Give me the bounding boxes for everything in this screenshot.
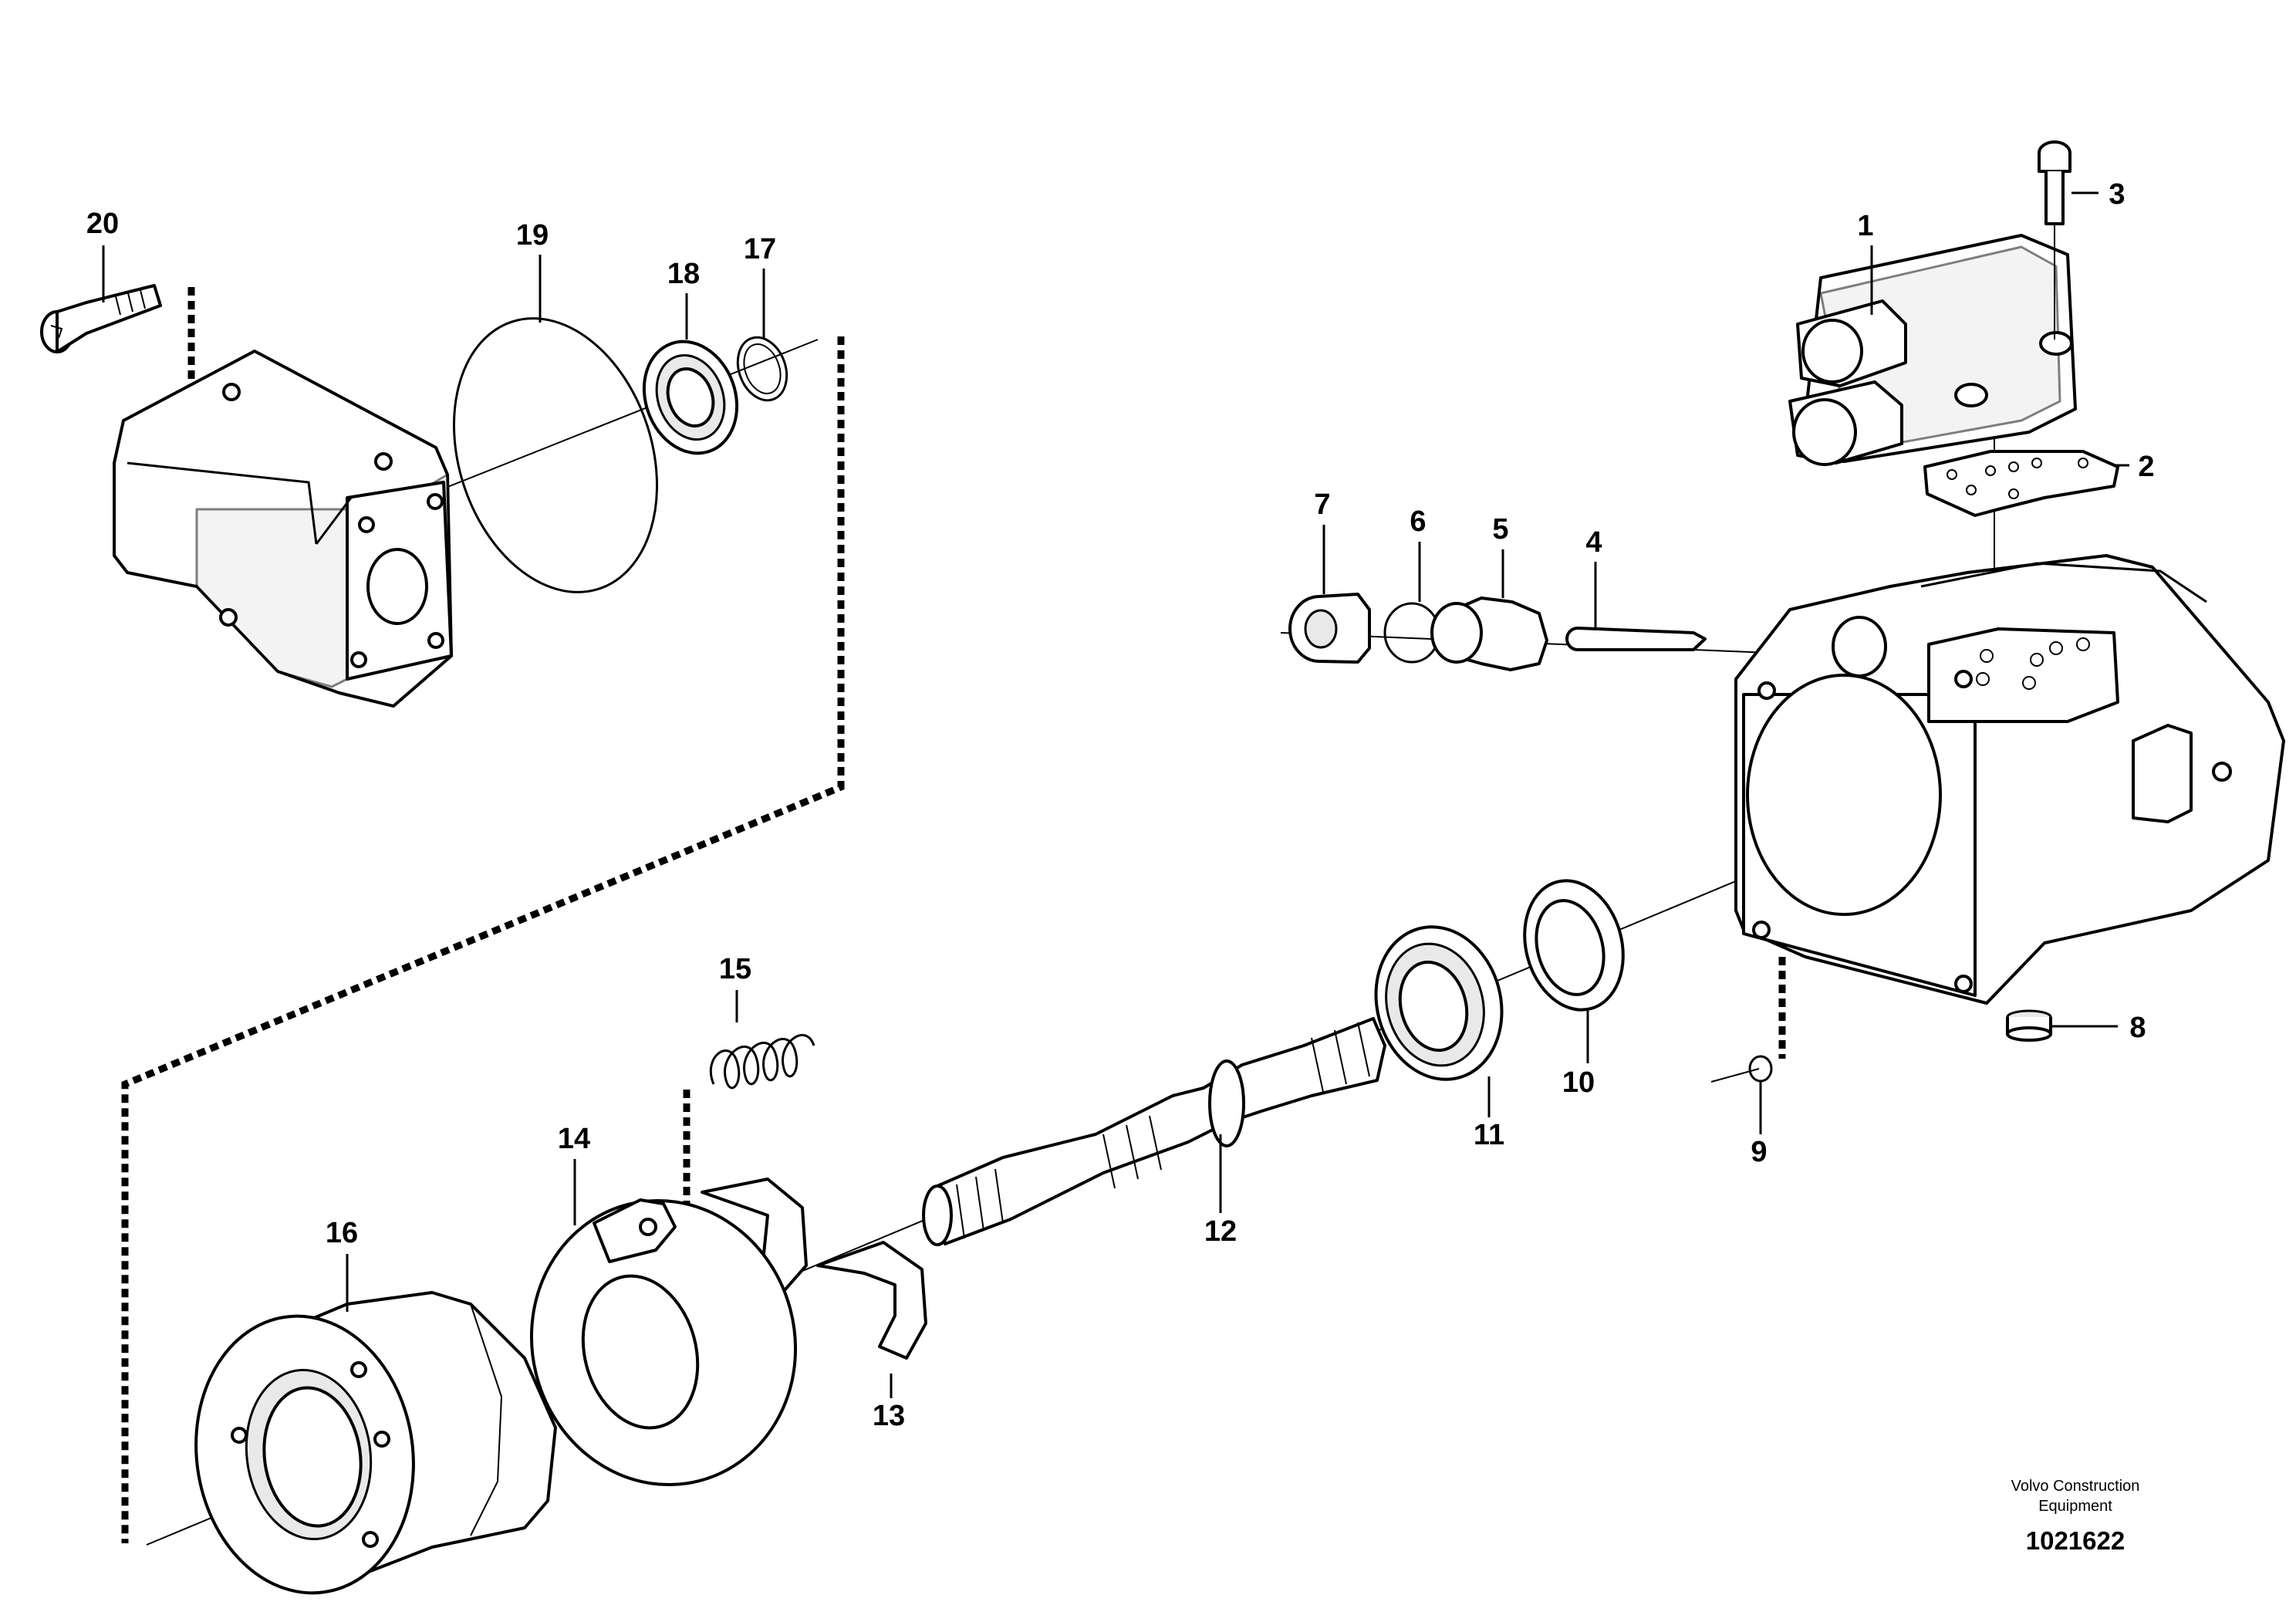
- brand-line-2: Equipment: [2038, 1498, 2112, 1515]
- callout-14: 14: [558, 1123, 590, 1155]
- callout-15: 15: [719, 953, 751, 985]
- callout-12: 12: [1204, 1215, 1237, 1248]
- callout-10: 10: [1562, 1066, 1595, 1099]
- callout-17: 17: [744, 233, 776, 265]
- callout-2: 2: [2138, 451, 2154, 483]
- screw-part-3: [2038, 140, 2071, 340]
- callout-13: 13: [873, 1400, 905, 1432]
- callout-3: 3: [2109, 178, 2125, 211]
- axis-line-cover: [420, 339, 819, 498]
- bearing-part-11: [1374, 925, 1504, 1081]
- brand-line-1: Volvo Construction: [2011, 1478, 2140, 1495]
- fitting-part-7: [1288, 593, 1371, 664]
- gasket-part-2: [1923, 450, 2119, 517]
- plug-part-8: [2006, 1009, 2052, 1042]
- dashed-path-cover-to-shaft: [121, 336, 845, 1543]
- swash-plate-part-14: [529, 1198, 798, 1487]
- callout-8: 8: [2129, 1012, 2146, 1044]
- pump-housing: [1734, 554, 2285, 1005]
- pin-part-4: [1565, 627, 1707, 651]
- callout-18: 18: [667, 258, 700, 290]
- valve-block-part-1: [1788, 234, 2077, 466]
- axis-line-valve: [1280, 632, 1845, 657]
- cylinder-block-part-16: [194, 1291, 557, 1595]
- callout-1: 1: [1857, 210, 1873, 242]
- callout-5: 5: [1492, 513, 1508, 546]
- o-ring-part-19: [452, 317, 659, 593]
- callout-11: 11: [1474, 1119, 1504, 1151]
- callout-4: 4: [1585, 526, 1602, 559]
- callout-16: 16: [326, 1217, 358, 1249]
- piston-part-5: [1430, 596, 1548, 671]
- shaft-part-12: [922, 1017, 1386, 1246]
- spring-part-15: [709, 1034, 815, 1090]
- callout-19: 19: [516, 219, 549, 252]
- cover-housing: [113, 350, 453, 708]
- o-ring-part-9: [1748, 1055, 1773, 1083]
- bearing-part-18: [642, 340, 739, 455]
- callout-9: 9: [1751, 1136, 1767, 1168]
- callout-20: 20: [86, 208, 119, 240]
- ring-part-17: [736, 336, 788, 402]
- callout-7: 7: [1314, 488, 1330, 521]
- reference-number: 1021622: [2026, 1526, 2125, 1555]
- callout-6: 6: [1410, 505, 1426, 538]
- seal-part-10: [1523, 879, 1625, 1012]
- bolt-part-20: [40, 284, 162, 353]
